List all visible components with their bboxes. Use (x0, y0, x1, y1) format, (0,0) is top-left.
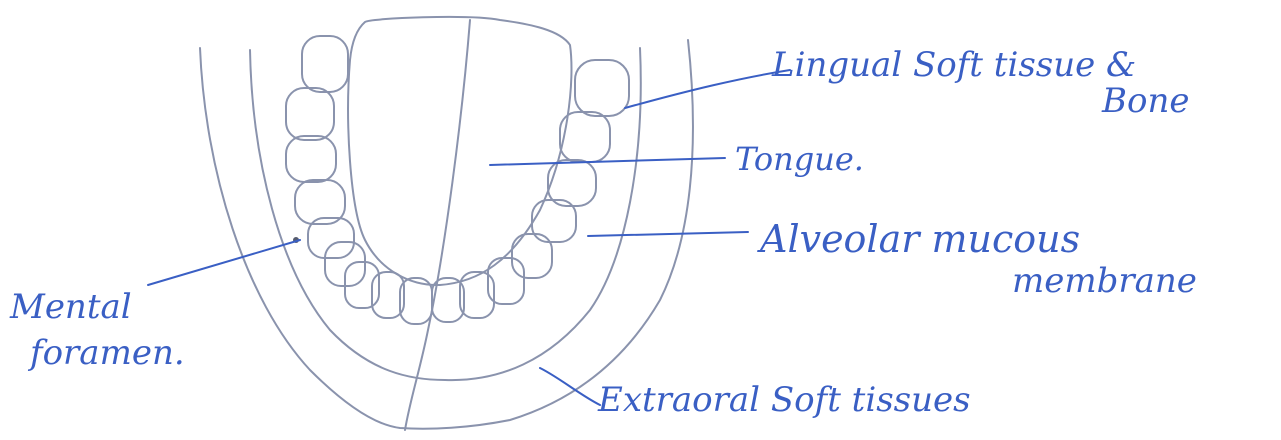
label-lingual-line2: Bone (1102, 84, 1189, 120)
leader-alveolar (588, 232, 748, 236)
leader-mental (148, 240, 300, 285)
label-lingual-line1: Lingual Soft tissue & (772, 45, 1136, 85)
label-tongue: Tongue. (735, 143, 864, 177)
label-extraoral-soft-tissues: Extraoral Soft tissues (598, 383, 971, 419)
label-mental-line2: foramen. (30, 336, 185, 372)
label-alveolar-mucous-membrane: Alveolar mucous membrane (760, 220, 1197, 300)
midline (405, 20, 470, 430)
tooth (286, 88, 334, 140)
leader-extraoral (540, 368, 600, 405)
tooth (512, 234, 552, 278)
tongue-outline (348, 17, 571, 285)
label-alveolar-line2: membrane (1012, 264, 1197, 300)
label-mental-foramen: Mental foramen. (10, 290, 185, 371)
label-lingual-soft-tissue: Lingual Soft tissue & Bone (772, 48, 1189, 119)
tooth (302, 36, 348, 92)
label-mental-line1: Mental (10, 287, 132, 327)
leader-tongue (490, 158, 725, 165)
alveolar-outline (250, 48, 641, 380)
label-alveolar-line1: Alveolar mucous (760, 217, 1080, 261)
tooth (286, 136, 336, 182)
tooth (575, 60, 629, 116)
leader-lingual (625, 70, 790, 108)
